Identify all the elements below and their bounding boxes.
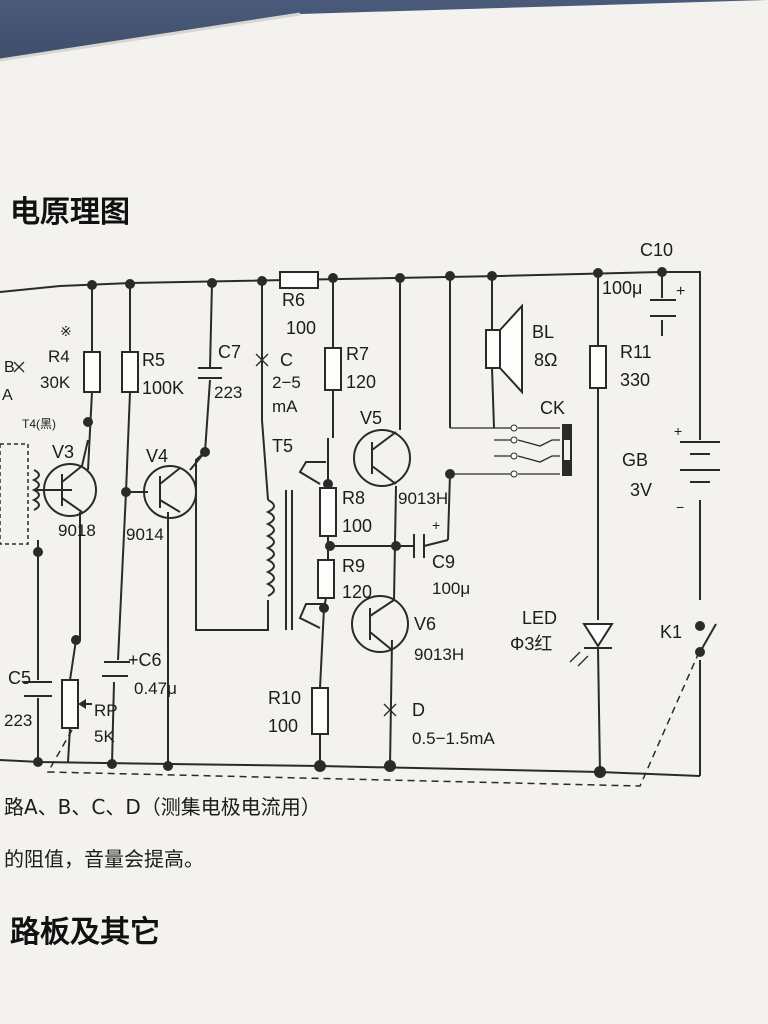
section-heading: 路板及其它: [10, 915, 160, 950]
label-v6: V6: [414, 614, 436, 634]
capacitor-c10: [650, 299, 676, 317]
label-r5-val: 100K: [142, 378, 184, 398]
label-left-b: B: [4, 359, 15, 376]
label-t4: T4(黑): [22, 417, 56, 431]
label-r8: R8: [342, 488, 365, 508]
battery-gb: [680, 441, 720, 483]
label-ck: CK: [540, 398, 565, 418]
label-bl-val: 8Ω: [534, 350, 557, 370]
label-t5: T5: [272, 436, 293, 456]
label-c10-val: 100μ: [602, 278, 642, 298]
label-gb-plus: +: [674, 423, 682, 439]
resistor-r9: [317, 559, 335, 599]
label-c5-val: 223: [4, 711, 32, 730]
speaker-bl: [485, 303, 523, 429]
label-r10-val: 100: [268, 716, 298, 736]
label-c9-val: 100μ: [432, 579, 470, 598]
label-c10-plus: +: [676, 283, 685, 300]
capacitor-c5: [24, 681, 52, 697]
label-v4: V4: [146, 446, 168, 466]
label-d-range: 0.5−1.5mA: [412, 729, 495, 748]
label-c-test: C: [280, 350, 293, 370]
transformer-t4: [0, 443, 43, 557]
transistor-v5: [353, 429, 411, 487]
label-bl: BL: [532, 322, 554, 342]
label-r9: R9: [342, 556, 365, 576]
label-rp-val: 5K: [94, 727, 115, 746]
label-r8-val: 100: [342, 516, 372, 536]
label-c9-plus: +: [432, 517, 440, 533]
label-v5-type: 9013H: [398, 489, 448, 508]
note-line-1: 路A、B、C、D（测集电极电流用）: [4, 795, 321, 819]
label-c-range1: 2−5: [272, 373, 301, 392]
jack-ck: [450, 424, 572, 478]
led: [569, 623, 614, 667]
label-gb: GB: [622, 450, 648, 470]
label-r4: R4: [48, 347, 70, 366]
capacitor-c7: [198, 367, 222, 379]
label-led: LED: [522, 608, 557, 628]
diagram-heading: 电原理图: [10, 195, 130, 230]
label-c10: C10: [640, 240, 673, 260]
potentiometer-rp: [61, 679, 79, 729]
label-v5: V5: [360, 408, 382, 428]
transistor-v3: [43, 439, 97, 517]
switch-k1: [699, 623, 717, 653]
capacitor-c6: [102, 661, 130, 677]
label-left-a: A: [2, 387, 13, 404]
resistor-r4: [83, 351, 101, 393]
label-mark: ※: [60, 323, 72, 339]
label-c5: C5: [8, 668, 31, 688]
label-r11: R11: [620, 342, 652, 362]
component-labels: C10 100μ + R6 100 BL 8Ω R11 330 CK GB 3V…: [2, 240, 685, 748]
resistor-r5: [121, 351, 139, 393]
wiring: [0, 271, 701, 787]
label-r11-val: 330: [620, 370, 650, 390]
resistor-r7: [324, 347, 342, 391]
label-c6-val: 0.47μ: [134, 679, 177, 698]
label-c9: C9: [432, 552, 455, 572]
label-r7: R7: [346, 344, 369, 364]
resistor-r10: [311, 687, 329, 735]
transistor-v4: [143, 465, 197, 519]
label-r4-val: 30K: [40, 373, 71, 392]
label-gb-minus: −: [676, 499, 684, 515]
label-rp: RP: [94, 701, 118, 720]
resistor-r11: [589, 345, 607, 389]
resistor-r8: [319, 487, 337, 537]
label-c7: C7: [218, 342, 241, 362]
resistor-r6: [279, 271, 319, 289]
label-c7-val: 223: [214, 383, 242, 402]
label-d: D: [412, 700, 425, 720]
note-line-2: 的阻值，音量会提高。: [4, 847, 204, 871]
label-r6-val: 100: [286, 318, 316, 338]
label-v4-type: 9014: [126, 525, 164, 544]
label-k1: K1: [660, 622, 682, 642]
label-led-val: Φ3红: [510, 634, 552, 654]
label-gb-val: 3V: [630, 480, 652, 500]
label-r10: R10: [268, 688, 301, 708]
transistor-v6: [351, 595, 409, 653]
label-c-range2: mA: [272, 397, 298, 416]
label-r5: R5: [142, 350, 165, 370]
label-r9-val: 120: [342, 582, 372, 602]
capacitor-c9: [413, 534, 425, 558]
label-v3-type: 9018: [58, 521, 96, 540]
junction-dots: [33, 267, 705, 778]
label-c6: +C6: [128, 650, 162, 670]
label-r7-val: 120: [346, 372, 376, 392]
test-point-b: [13, 361, 25, 373]
test-point-d: [383, 703, 397, 717]
test-point-c: [255, 353, 269, 367]
label-v3: V3: [52, 442, 74, 462]
transformer-t5: [265, 490, 293, 630]
label-v6-type: 9013H: [414, 645, 464, 664]
label-r6: R6: [282, 290, 305, 310]
